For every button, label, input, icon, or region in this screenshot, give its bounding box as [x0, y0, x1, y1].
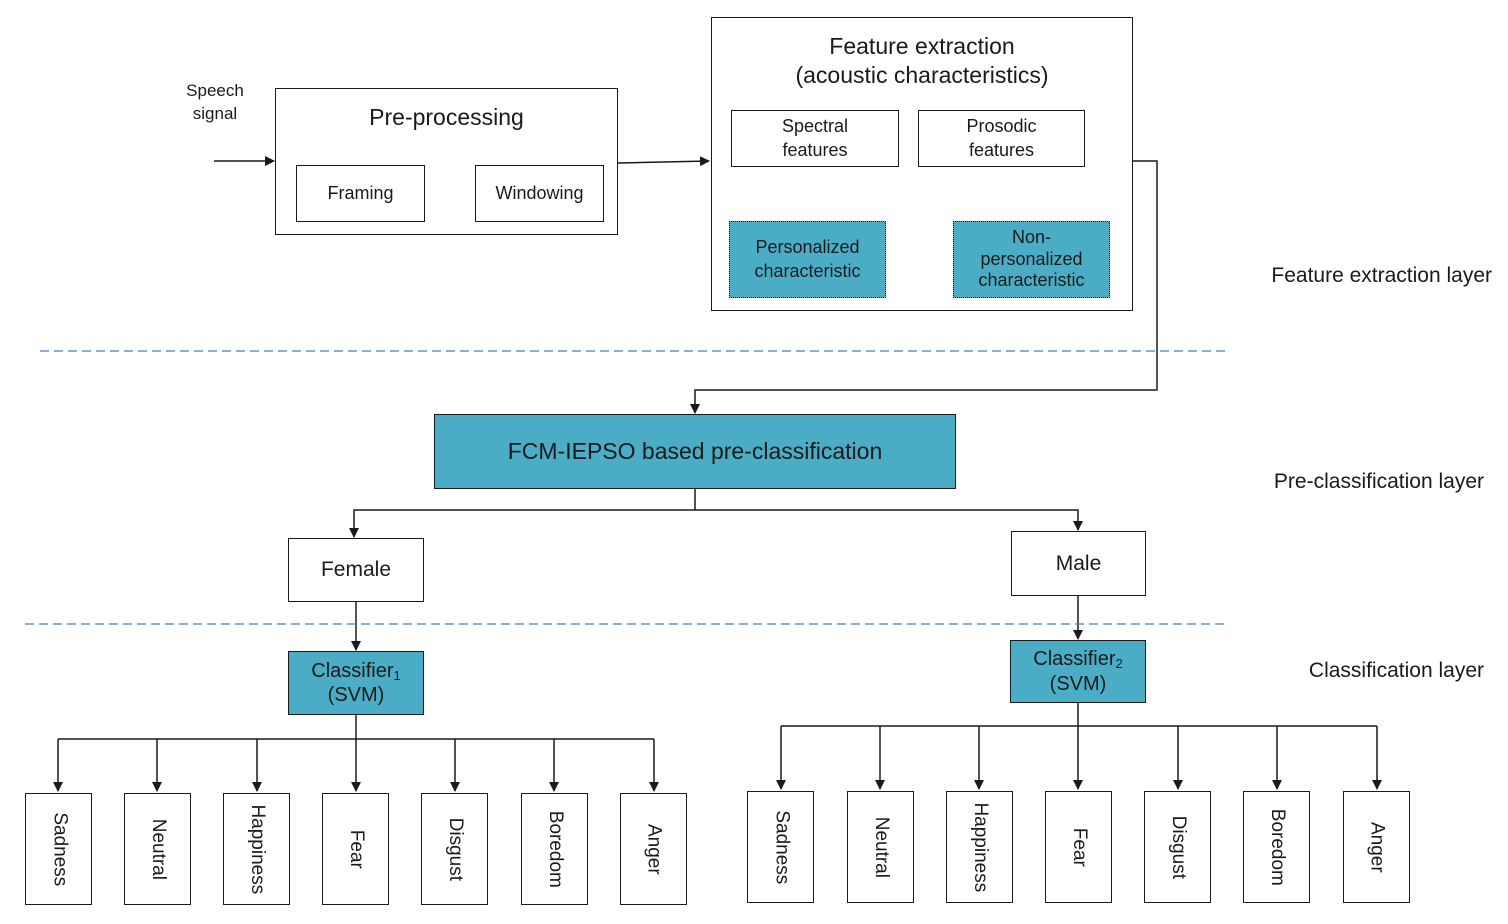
pre-to-feature-arrow	[616, 156, 710, 167]
male-emotion-sadness: Sadness	[747, 791, 814, 903]
male-emotion-neutral: Neutral	[847, 791, 914, 903]
layer-label-preclassification: Pre-classification layer	[1273, 470, 1484, 493]
male-emotion-disgust: Disgust	[1144, 791, 1211, 903]
female-emotion-fear: Fear	[322, 793, 389, 905]
male-emotion-boredom: Boredom	[1243, 791, 1310, 903]
nonpersonalized-characteristic-box: Non- personalized characteristic	[953, 221, 1110, 298]
female-emotion-disgust: Disgust	[421, 793, 488, 905]
female-emotion-sadness: Sadness	[25, 793, 92, 905]
female-box: Female	[288, 538, 424, 602]
female-emotion-anger: Anger	[620, 793, 687, 905]
feature-extraction-title: Feature extraction (acoustic characteris…	[795, 33, 1049, 88]
layer-label-classification: Classification layer	[1308, 659, 1484, 682]
precls-to-male-arrow	[695, 509, 1083, 531]
female-emotion-boredom: Boredom	[521, 793, 588, 905]
preclassification-box: FCM-IEPSO based pre-classification	[434, 414, 956, 489]
personalized-characteristic-box: Personalized characteristic	[729, 221, 886, 298]
classifier2-box: Classifier2 (SVM)	[1010, 640, 1146, 703]
spectral-features-box: Spectral features	[731, 110, 899, 167]
framing-box: Framing	[296, 165, 425, 222]
preprocessing-title: Pre-processing	[369, 104, 524, 130]
speech-signal-label: Speech signal	[186, 81, 244, 123]
male-box: Male	[1011, 531, 1146, 596]
female-emotion-happiness: Happiness	[223, 793, 290, 905]
precls-to-female-arrow	[349, 509, 695, 538]
male-emotion-happiness: Happiness	[946, 791, 1013, 903]
layer-label-feature-extraction: Feature extraction layer	[1271, 264, 1492, 287]
female-emotion-neutral: Neutral	[124, 793, 191, 905]
male-emotion-fear: Fear	[1045, 791, 1112, 903]
male-emotion-anger: Anger	[1343, 791, 1410, 903]
classifier1-box: Classifier1 (SVM)	[288, 651, 424, 715]
prosodic-features-box: Prosodic features	[918, 110, 1085, 167]
windowing-box: Windowing	[475, 165, 604, 222]
feature-to-precls-connector	[690, 160, 1158, 414]
